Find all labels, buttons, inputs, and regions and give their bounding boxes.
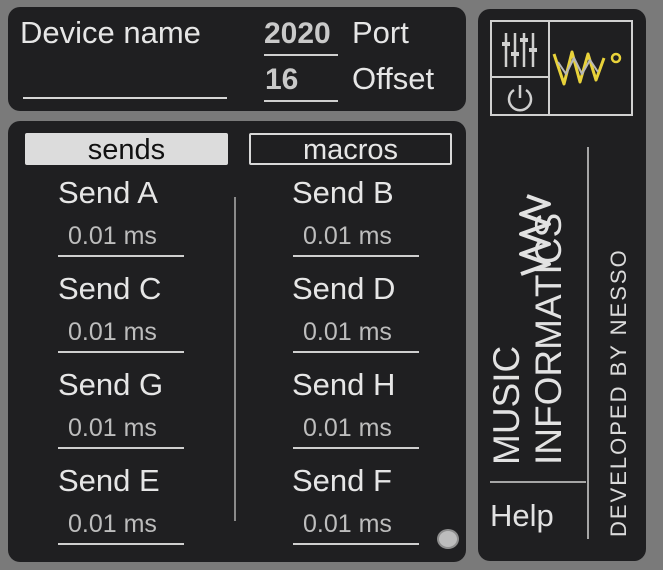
device-name-input[interactable] — [23, 57, 227, 99]
send-h-underline — [293, 447, 419, 449]
port-underline — [264, 54, 338, 56]
send-f-label: Send F — [292, 463, 392, 498]
logo-divider-vertical — [548, 22, 550, 114]
send-h-value: 0.01 ms — [303, 414, 392, 442]
send-a-value: 0.01 ms — [68, 222, 157, 250]
column-divider — [234, 197, 236, 521]
send-g-label: Send G — [58, 367, 164, 402]
developer-credit: DEVELOPED BY NESSO — [606, 248, 631, 537]
tab-sends[interactable]: sends — [25, 133, 228, 166]
send-c-value-field[interactable]: 0.01 ms — [58, 313, 184, 353]
send-g-value-field[interactable]: 0.01 ms — [58, 409, 184, 449]
send-b-value-field[interactable]: 0.01 ms — [293, 217, 419, 257]
send-e-value: 0.01 ms — [68, 510, 157, 538]
mixer-faders-icon — [502, 33, 537, 67]
power-icon — [507, 85, 533, 112]
send-a-value-field[interactable]: 0.01 ms — [58, 217, 184, 257]
sidebar-divider-vertical — [587, 147, 589, 539]
tab-macros[interactable]: macros — [249, 133, 452, 165]
send-g-value: 0.01 ms — [68, 414, 157, 442]
offset-number-field[interactable]: 16 — [265, 63, 299, 96]
device-settings-panel: Device name 2020 Port 16 Offset — [8, 7, 466, 111]
sends-panel: sends macros Send A 0.01 ms Send B 0.01 … — [8, 121, 466, 562]
sidebar-divider-horizontal — [490, 481, 586, 483]
offset-underline — [264, 100, 338, 102]
send-c-value: 0.01 ms — [68, 318, 157, 346]
send-c-label: Send C — [58, 271, 162, 306]
send-f-value-field[interactable]: 0.01 ms — [293, 505, 419, 545]
brand-wave-icon — [519, 194, 551, 276]
help-button[interactable]: Help — [490, 498, 554, 533]
send-d-value-field[interactable]: 0.01 ms — [293, 313, 419, 353]
port-number-field[interactable]: 2020 — [264, 17, 331, 50]
send-d-label: Send D — [292, 271, 396, 306]
send-b-label: Send B — [292, 175, 394, 210]
send-b-underline — [293, 255, 419, 257]
send-f-value: 0.01 ms — [303, 510, 392, 538]
device-name-underline — [23, 97, 227, 99]
status-indicator-button[interactable] — [437, 529, 459, 549]
send-a-label: Send A — [58, 175, 158, 210]
send-d-value: 0.01 ms — [303, 318, 392, 346]
send-e-label: Send E — [58, 463, 160, 498]
device-name-label: Device name — [20, 15, 201, 50]
send-f-underline — [293, 543, 419, 545]
send-g-underline — [58, 447, 184, 449]
send-b-value: 0.01 ms — [303, 222, 392, 250]
offset-label: Offset — [352, 61, 435, 96]
send-e-underline — [58, 543, 184, 545]
send-d-underline — [293, 351, 419, 353]
logo-divider-horizontal — [492, 76, 548, 78]
send-e-value-field[interactable]: 0.01 ms — [58, 505, 184, 545]
send-h-value-field[interactable]: 0.01 ms — [293, 409, 419, 449]
waveform-icon — [552, 50, 622, 86]
send-c-underline — [58, 351, 184, 353]
send-h-label: Send H — [292, 367, 396, 402]
brand-panel: MUSIC INFORMATICS Help DEVELOPED BY NESS… — [478, 9, 646, 561]
send-a-underline — [58, 255, 184, 257]
logo — [490, 20, 633, 116]
port-label: Port — [352, 15, 409, 50]
